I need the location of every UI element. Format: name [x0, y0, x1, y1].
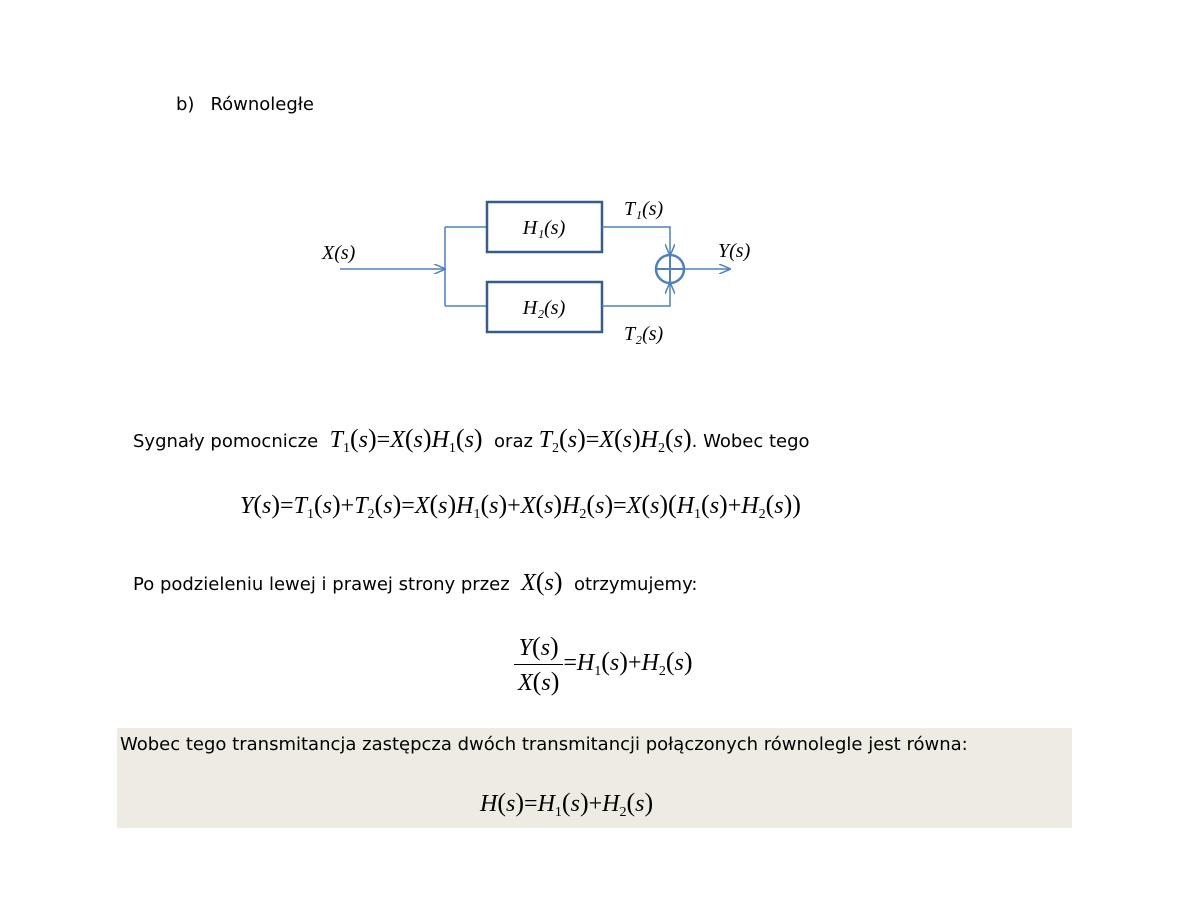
bottom-output-line: [602, 283, 670, 307]
ratio-fraction: Y(s)X(s): [514, 632, 564, 697]
x-of-s: X(s): [521, 567, 563, 596]
block-h1-label: H₁(s): [522, 217, 566, 239]
result-text: Wobec tego transmitancja zastępcza dwóch…: [120, 734, 968, 755]
input-label: X(s): [321, 242, 356, 264]
line1-suffix: . Wobec tego: [691, 431, 810, 452]
branch-t2-label: T₂(s): [624, 323, 664, 345]
line2-suffix: otrzymujemy:: [573, 574, 698, 595]
block-h1: [485, 200, 604, 254]
line2-prefix: Po podzieleniu lewej i prawej strony prz…: [133, 574, 510, 595]
t1-definition: T1(s)=X(s)H1(s): [329, 424, 483, 456]
line1-mid: oraz: [494, 431, 533, 452]
section-heading: b) Równoległe: [176, 94, 314, 115]
parallel-block-diagram: X(s) Y(s) H₁(s) H₂(s) T₁(s) T₂(s): [321, 198, 751, 345]
branch-t1-label: T₁(s): [624, 198, 664, 220]
equivalent-transfer-equation: H(s)=H1(s)+H2(s): [480, 788, 654, 820]
output-label: Y(s): [718, 240, 751, 262]
top-output-line: [602, 226, 670, 255]
summing-junction-icon: [654, 253, 686, 285]
section-title: Równoległe: [210, 94, 314, 115]
block-h2: [485, 280, 604, 334]
line1-prefix: Sygnały pomocnicze: [133, 431, 319, 452]
result-highlight-box: Wobec tego transmitancja zastępcza dwóch…: [117, 728, 1072, 828]
transfer-ratio-equation: Y(s)X(s)=H1(s)+H2(s): [514, 632, 693, 697]
block-h2-label: H₂(s): [522, 297, 566, 319]
section-label: b): [176, 94, 195, 115]
t2-definition: T2(s)=X(s)H2(s): [538, 424, 692, 456]
output-sum-equation: Y(s)=T1(s)+T2(s)=X(s)H1(s)+X(s)H2(s)=X(s…: [240, 490, 801, 522]
division-line: Po podzieleniu lewej i prawej strony prz…: [133, 567, 697, 597]
auxiliary-signals-line: Sygnały pomocnicze T1(s)=X(s)H1(s) oraz …: [133, 424, 810, 457]
